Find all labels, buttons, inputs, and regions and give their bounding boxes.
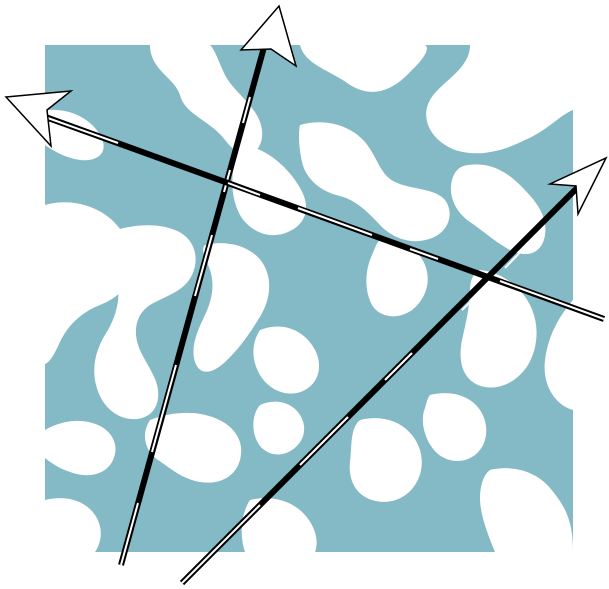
phase-square [45,45,573,552]
